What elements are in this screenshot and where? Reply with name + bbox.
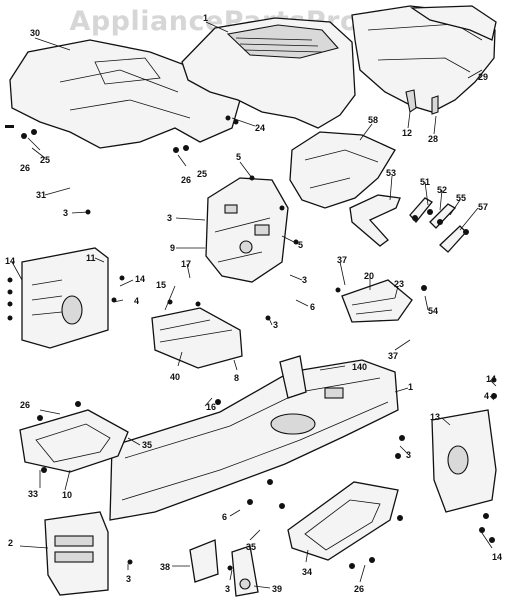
callout-40: 40 xyxy=(170,372,180,382)
callout-25: 25 xyxy=(197,169,207,179)
callout-6: 6 xyxy=(310,302,315,312)
callout-4: 4 xyxy=(134,296,139,306)
callout-6: 6 xyxy=(222,512,227,522)
callout-4: 4 xyxy=(484,391,489,401)
left-side-panel-part xyxy=(21,247,109,349)
hood-grille-part xyxy=(226,24,340,59)
callout-11: 11 xyxy=(86,253,96,263)
callout-13: 13 xyxy=(430,412,440,422)
grille-insert-part xyxy=(409,5,497,41)
callout-26: 26 xyxy=(354,584,364,594)
callout-38: 38 xyxy=(160,562,170,572)
main-frame-part xyxy=(109,359,399,521)
callout-14: 14 xyxy=(492,552,502,562)
callout-30: 30 xyxy=(30,28,40,38)
callout-5: 5 xyxy=(298,240,303,250)
floor-plate-part xyxy=(151,307,243,369)
callout-20: 20 xyxy=(364,271,374,281)
left-footrest-part xyxy=(19,409,129,473)
callout-37: 37 xyxy=(388,351,398,361)
callout-53: 53 xyxy=(386,168,396,178)
callout-57: 57 xyxy=(478,202,488,212)
callout-3: 3 xyxy=(167,213,172,223)
fasteners xyxy=(7,115,497,571)
callout-2: 2 xyxy=(8,538,13,548)
callout-3: 3 xyxy=(225,584,230,594)
pedal-bracket-part xyxy=(189,539,219,583)
callout-labels: 30 1 29 12 28 24 25 26 26 25 5 58 31 3 3… xyxy=(5,13,502,594)
callout-8: 8 xyxy=(234,373,239,383)
callout-55: 55 xyxy=(456,193,466,203)
callout-3: 3 xyxy=(273,320,278,330)
callout-14: 14 xyxy=(135,274,145,284)
callout-31: 31 xyxy=(36,190,46,200)
dash-bolt xyxy=(5,125,14,128)
callout-24: 24 xyxy=(255,123,265,133)
callout-28: 28 xyxy=(428,134,438,144)
callout-54: 54 xyxy=(428,306,438,316)
callout-26: 26 xyxy=(20,400,30,410)
heat-shield-part xyxy=(289,131,396,209)
support-arm-part xyxy=(429,203,457,229)
callout-51: 51 xyxy=(420,177,430,187)
steering-bracket-part xyxy=(349,194,401,247)
callout-34: 34 xyxy=(302,567,312,577)
callout-5: 5 xyxy=(236,152,241,162)
callout-26: 26 xyxy=(181,175,191,185)
callout-3: 3 xyxy=(302,275,307,285)
callout-140: 140 xyxy=(352,362,367,372)
callout-33: 33 xyxy=(28,489,38,499)
callout-39: 39 xyxy=(272,584,282,594)
support-arm-part xyxy=(439,225,467,253)
callout-35: 35 xyxy=(246,542,256,552)
hood-bracket-part xyxy=(405,89,417,113)
callout-25: 25 xyxy=(40,155,50,165)
callout-29: 29 xyxy=(478,72,488,82)
callout-14: 14 xyxy=(5,256,15,266)
callout-37: 37 xyxy=(337,255,347,265)
callout-14: 14 xyxy=(486,374,496,384)
callout-10: 10 xyxy=(62,490,72,500)
right-footrest-part xyxy=(287,481,399,561)
callout-12: 12 xyxy=(402,128,412,138)
callout-35: 35 xyxy=(142,440,152,450)
callout-3: 3 xyxy=(406,450,411,460)
callout-52: 52 xyxy=(437,185,447,195)
hood-bracket-part xyxy=(431,95,439,115)
callout-3: 3 xyxy=(63,208,68,218)
callout-9: 9 xyxy=(170,243,175,253)
callout-1: 1 xyxy=(203,13,208,23)
dash-cover-part xyxy=(9,39,241,149)
callout-3: 3 xyxy=(126,574,131,584)
pedal-part xyxy=(231,545,259,597)
callout-1: 1 xyxy=(408,382,413,392)
callout-16: 16 xyxy=(206,402,216,412)
hitch-bracket-part xyxy=(279,355,307,399)
callout-23: 23 xyxy=(394,279,404,289)
callout-15: 15 xyxy=(156,280,166,290)
callout-17: 17 xyxy=(181,259,191,269)
callout-58: 58 xyxy=(368,115,378,125)
dash-panel-part xyxy=(205,177,289,283)
callout-26: 26 xyxy=(20,163,30,173)
